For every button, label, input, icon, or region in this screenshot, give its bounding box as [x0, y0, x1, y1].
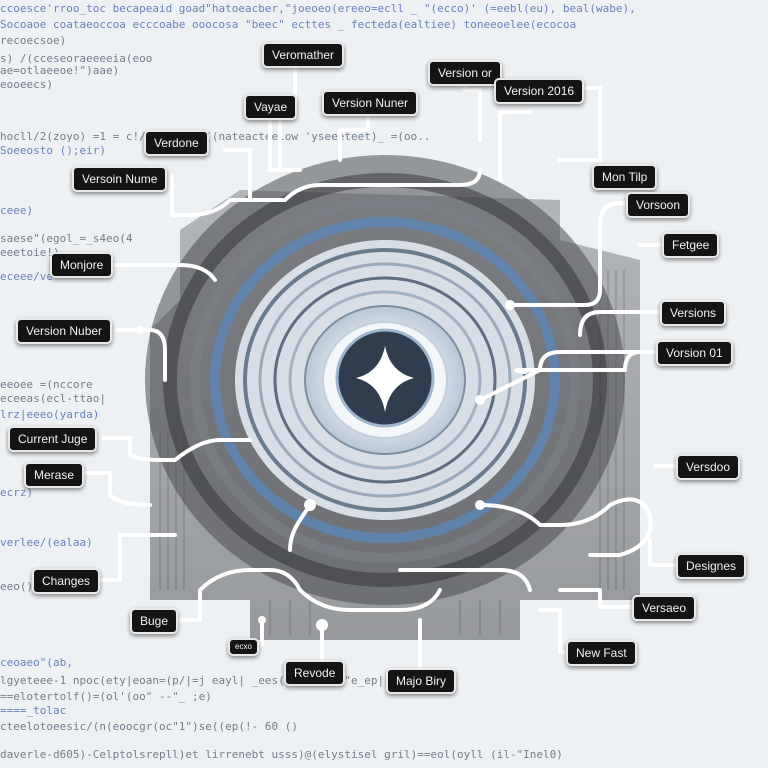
label-vorsion-01: Vorsion 01 — [656, 340, 733, 366]
label-versoin-nume: Versoin Nume — [72, 166, 168, 192]
label-current-juge: Current Juge — [8, 426, 98, 452]
label-new-fast: New Fast — [566, 640, 637, 666]
code-line: ccoesce'rroo_toc becapeaid goad"hatoeacb… — [0, 2, 636, 15]
label-verdone: Verdone — [144, 130, 209, 156]
code-line: ecrz) — [0, 486, 34, 499]
code-line: eeoee =(nccore — [0, 378, 93, 391]
code-line: lrz|eeeo(yarda) — [0, 408, 100, 421]
code-line: ==elotertolf()=(ol'(oo" --"_ ;e) — [0, 690, 212, 703]
code-line: eeo() — [0, 580, 34, 593]
label-majo-biry: Majo Biry — [386, 668, 457, 694]
label-versions: Versions — [660, 300, 727, 326]
label-veromather: Veromather — [262, 42, 345, 68]
label-versaeo: Versaeo — [632, 595, 697, 621]
code-line: ceoaeo"(ab, — [0, 656, 73, 669]
label-changes: Changes — [32, 568, 101, 594]
code-line: cteelotoeesic/(n(eoocgr(oc"1")se((ep(!- … — [0, 720, 299, 733]
code-line: s) /(cceseoraeeeeia(eoo — [0, 52, 153, 65]
code-line: Socoaoe coataeoccoa ecccoabe ooocosa "be… — [0, 18, 577, 31]
label-revode: Revode — [284, 660, 346, 686]
label-vorsoon: Vorsoon — [626, 192, 691, 218]
label-version-nuber: Version Nuber — [16, 318, 113, 344]
label-merase: Merase — [24, 462, 85, 488]
label-versdoo: Versdoo — [676, 454, 741, 480]
code-line: eooeecs) — [0, 78, 53, 91]
code-line: hocll/2(zoyo) =1 = c!/ 'c;eeqo"((nateact… — [0, 130, 431, 143]
label-designes: Designes — [676, 553, 747, 579]
code-line: ae=otlaeeoe!")aae) — [0, 64, 120, 77]
code-line: Soeeosto ();eir) — [0, 144, 106, 157]
label-monjore: Monjore — [50, 252, 114, 278]
label-tiny-tag: ecxo — [228, 638, 259, 656]
code-line: ====_tolac — [0, 704, 67, 717]
label-vayae: Vayae — [244, 94, 298, 120]
circuit-traces — [82, 66, 678, 670]
code-line: saese"(egol_=_s4eo(4 — [0, 232, 133, 245]
code-line: eeetoie!) — [0, 246, 60, 259]
code-line: daverle-d605)-Celptolsrepll)et lirrenebt… — [0, 748, 563, 761]
four-point-star-icon — [356, 346, 414, 412]
label-version-nuner: Version Nuner — [322, 90, 419, 116]
label-mon-tilp: Mon Tilp — [592, 164, 658, 190]
code-line: recoecsoe) — [0, 34, 67, 47]
label-version-or: Version or — [428, 60, 503, 86]
label-fetgee: Fetgee — [662, 232, 720, 258]
code-line: verlee/(ealaa) — [0, 536, 93, 549]
code-line: eceee/ve — [0, 270, 53, 283]
code-line: ceee) — [0, 204, 34, 217]
code-line: eceeas(ecl-ttao| — [0, 392, 106, 405]
trace-nodes — [136, 300, 515, 631]
label-version-2016: Version 2016 — [494, 78, 585, 104]
label-buge: Buge — [130, 608, 179, 634]
